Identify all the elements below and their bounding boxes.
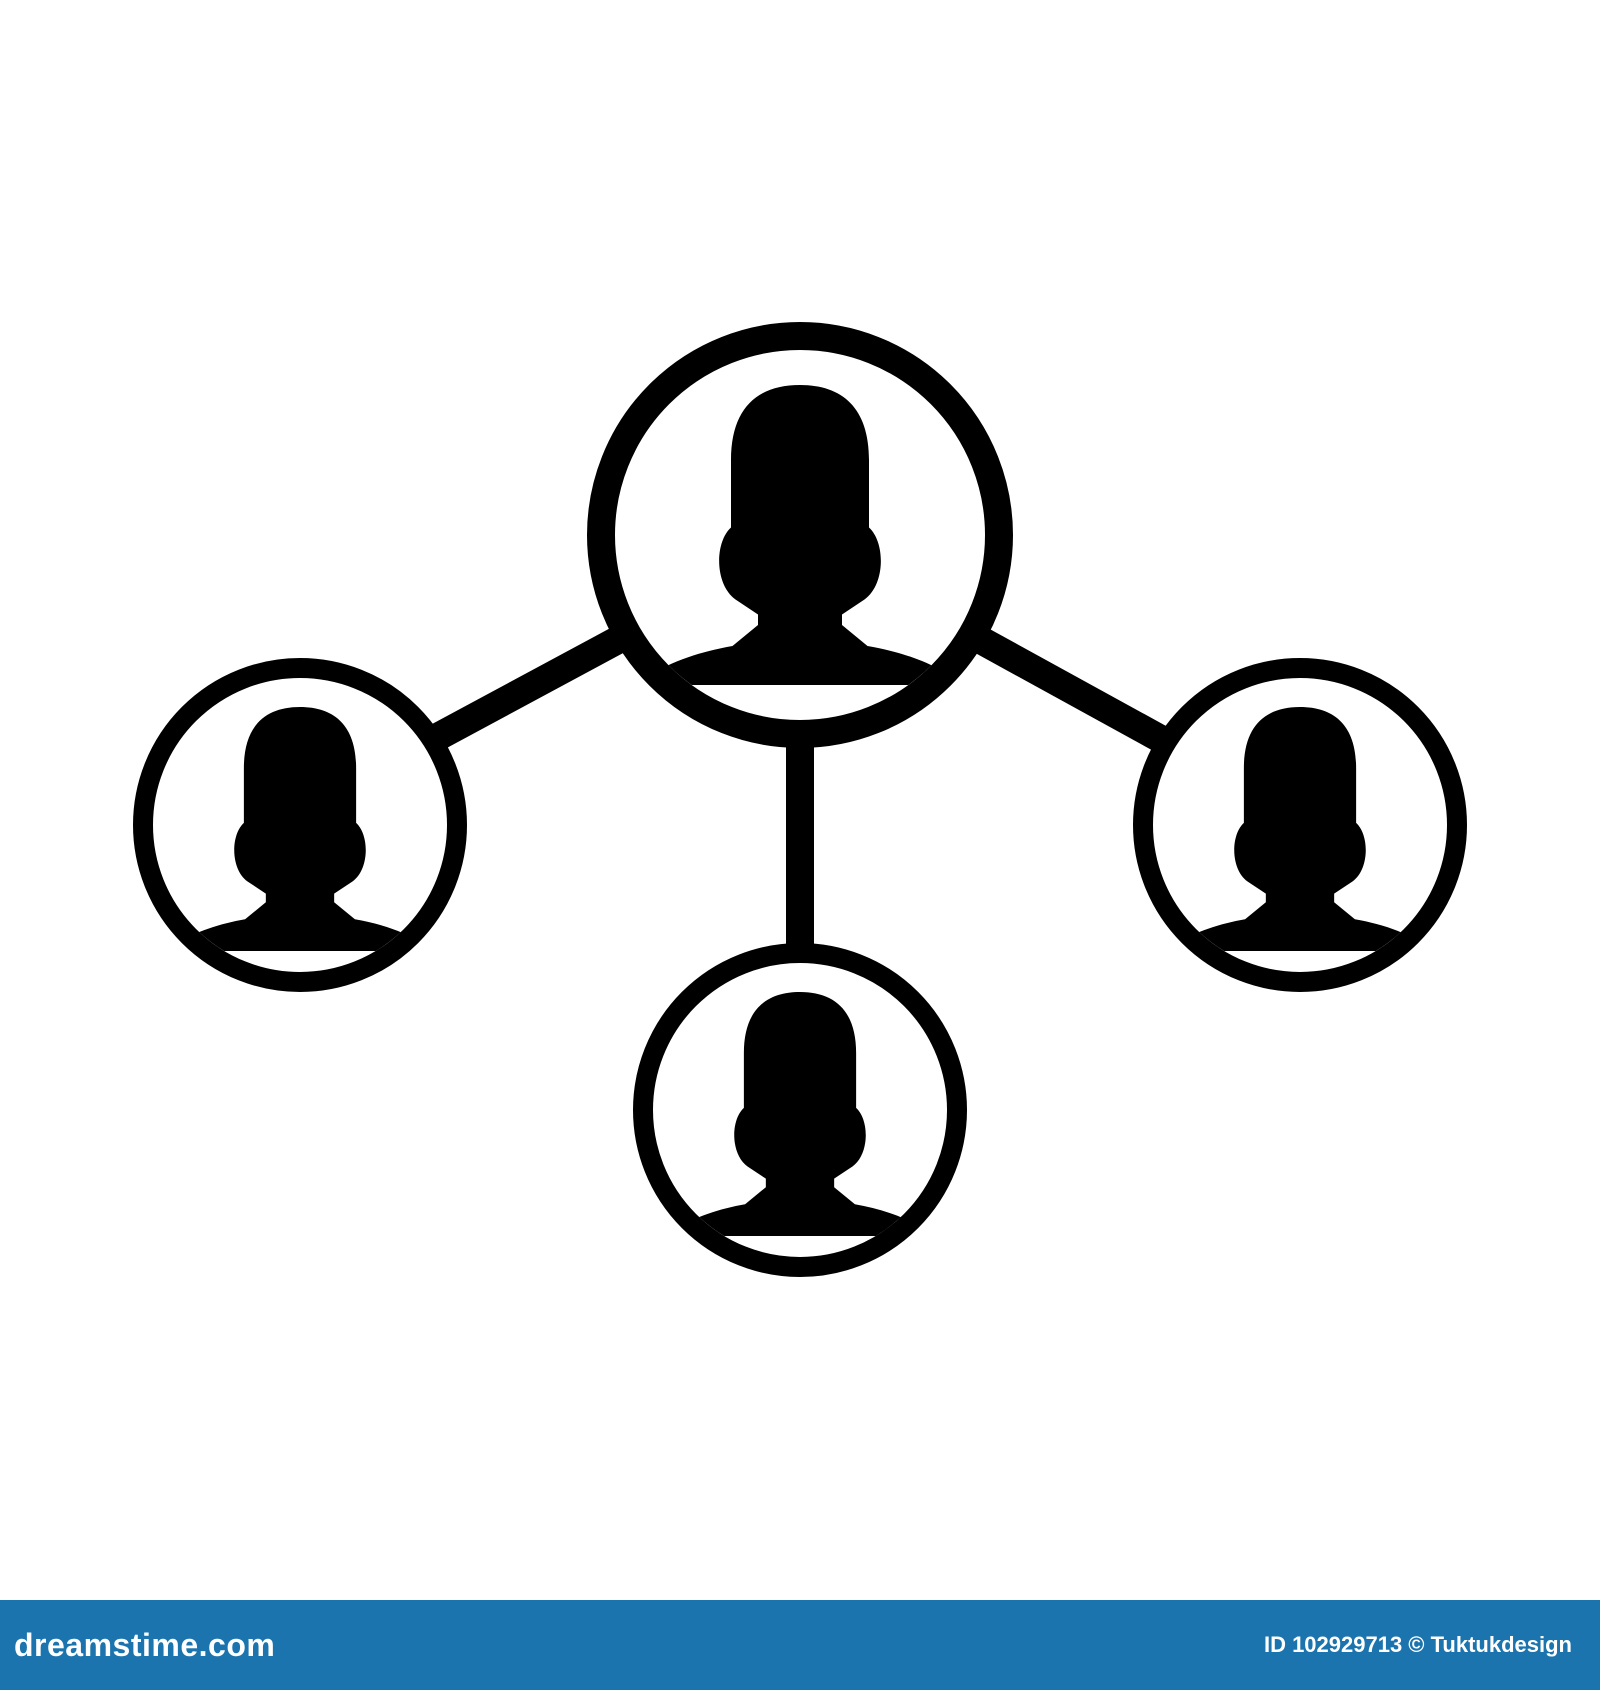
person-node-left [133, 658, 467, 992]
people-network-icon [133, 322, 1467, 1277]
person-node-right [1133, 658, 1467, 992]
person-node-top [587, 322, 1013, 748]
dreamstime-logo: dreamstime.com [14, 1626, 276, 1663]
person-node-bottom [633, 943, 967, 1277]
connector-line-left [425, 622, 634, 753]
image-credit: ID 102929713 © Tuktukdesign [1263, 1632, 1572, 1657]
connector-line-right [970, 625, 1175, 756]
connector-lines [425, 622, 1175, 952]
watermark-footer-bar: dreamstime.com ID 102929713 © Tuktukdesi… [0, 1600, 1600, 1690]
